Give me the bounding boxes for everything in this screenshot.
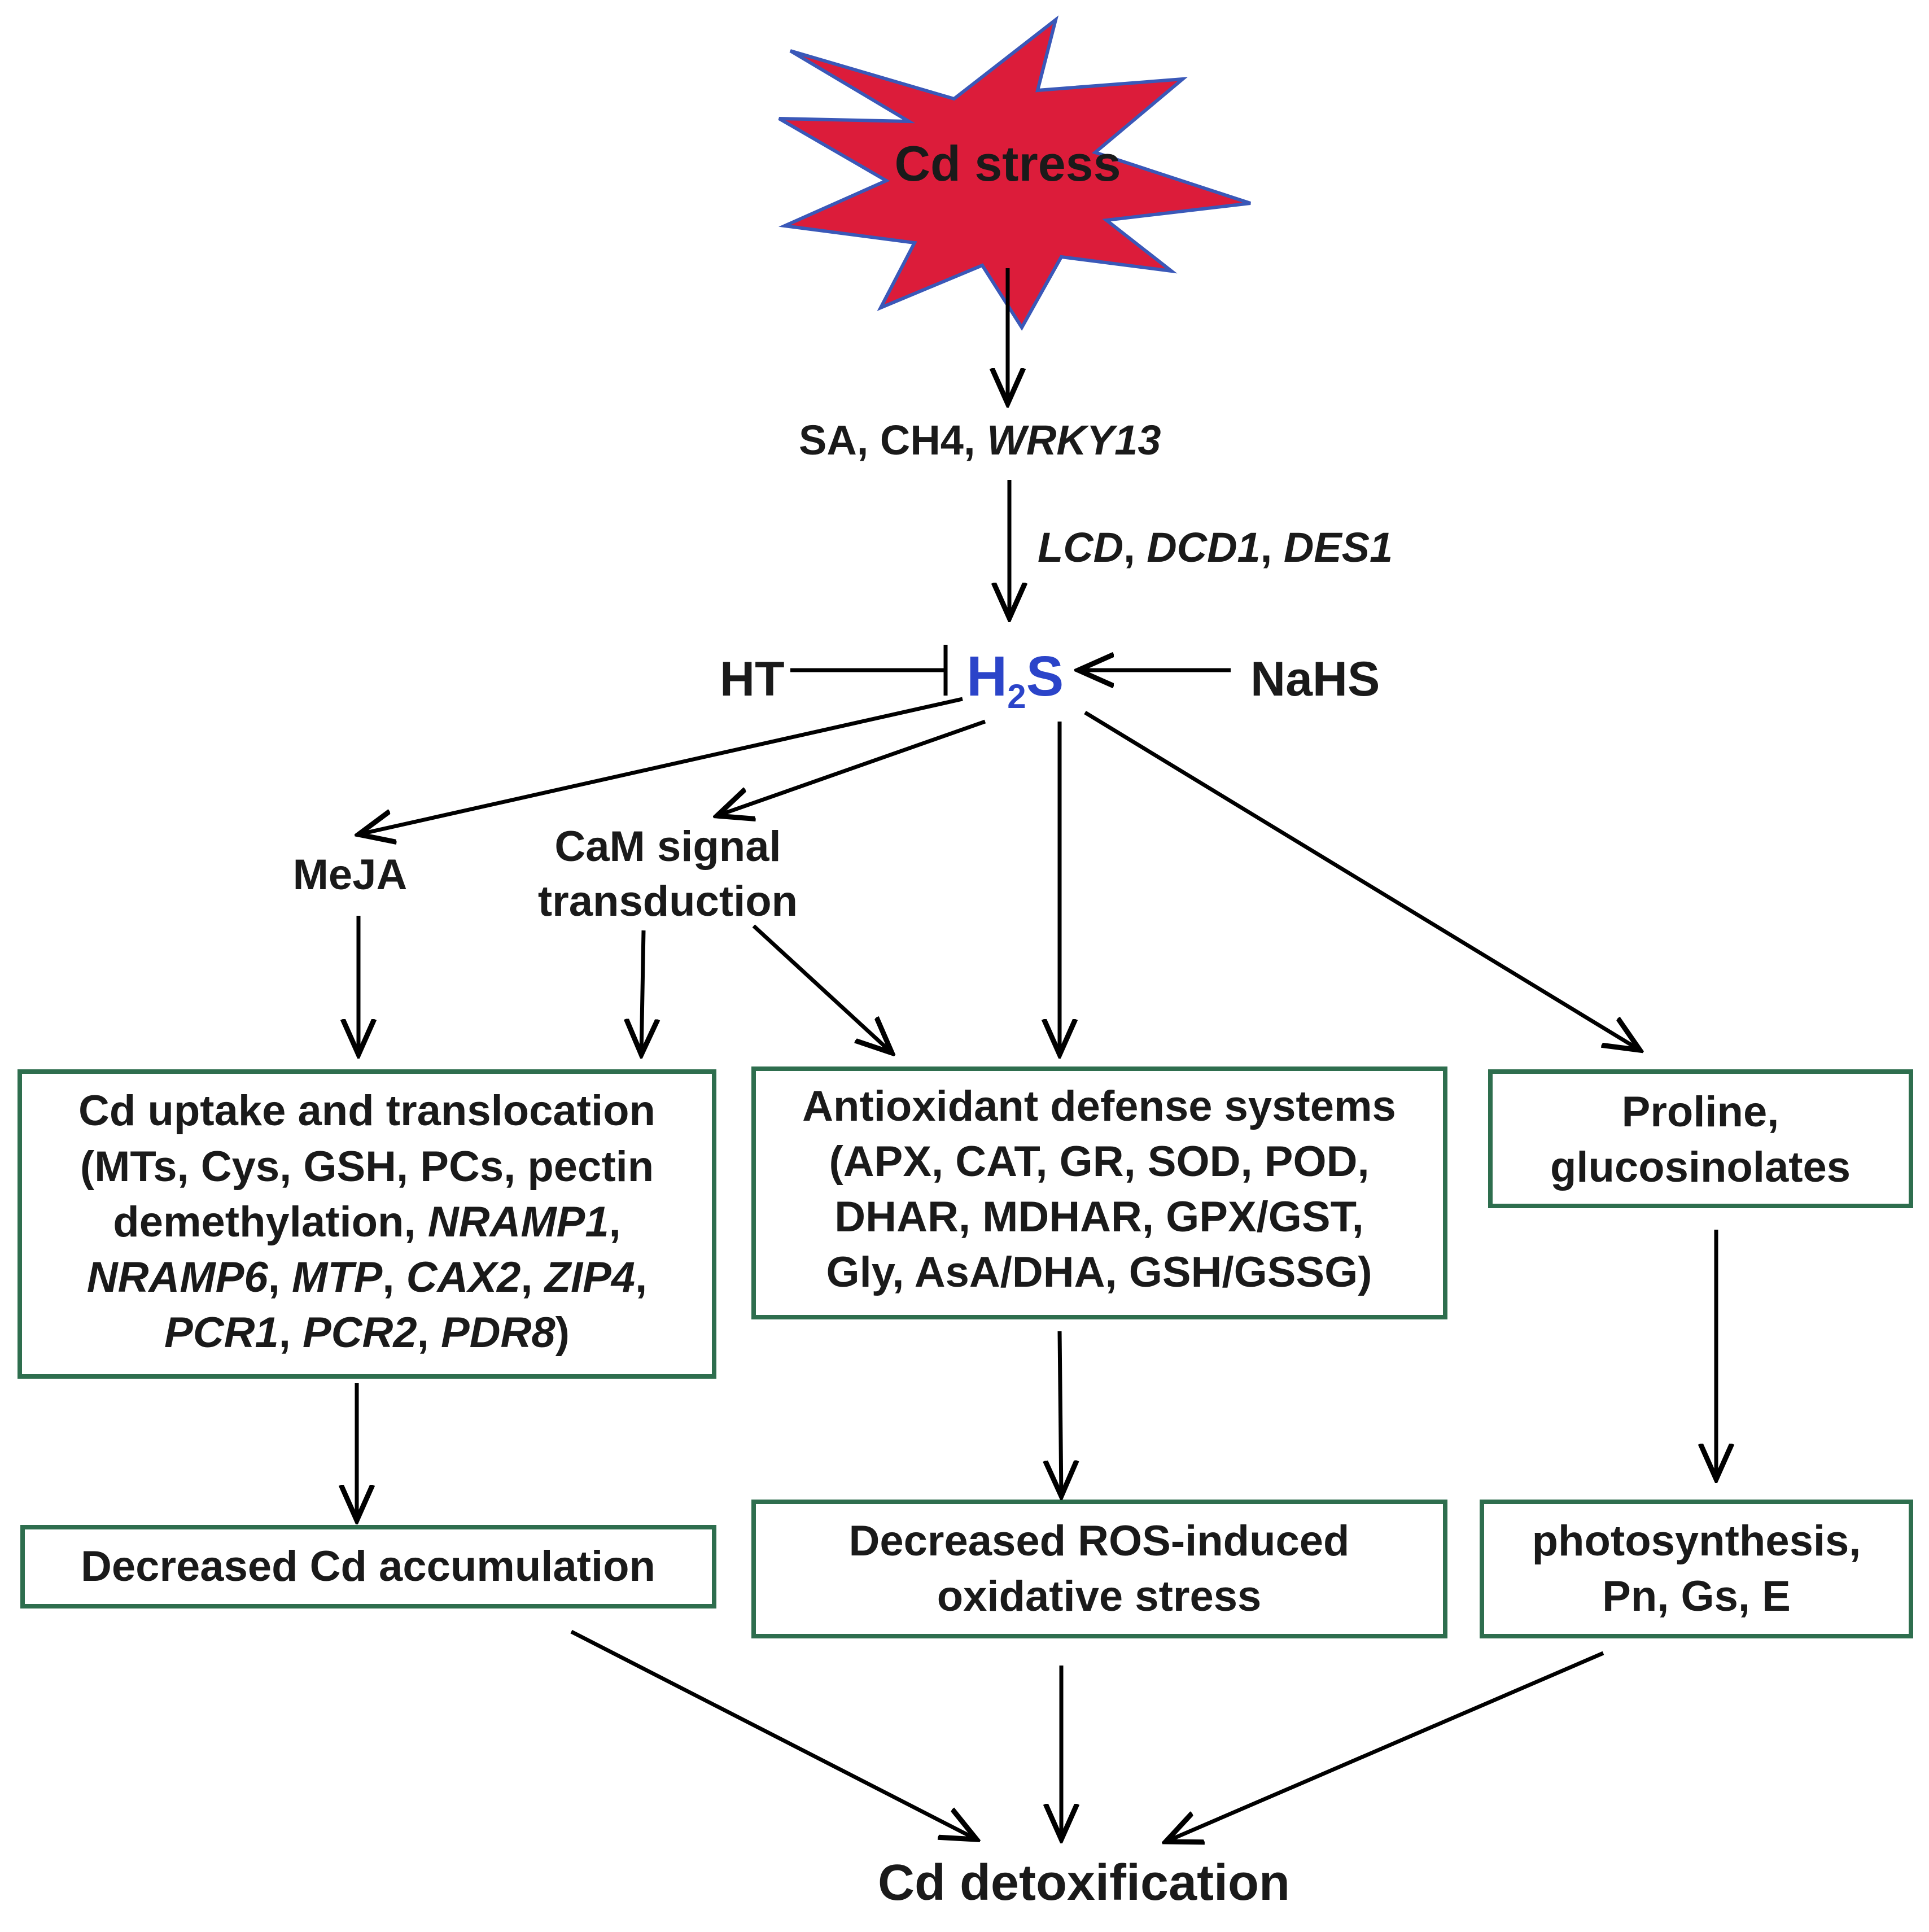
uptake-sep: , — [417, 1309, 441, 1357]
h2s-s: S — [1026, 645, 1064, 708]
arrow-accumulation-to-detox — [570, 1629, 977, 1839]
signal-molecules-plain: SA, CH4, — [799, 417, 987, 464]
cd-stress-burst — [778, 15, 1251, 331]
photosynthesis-line1: photosynthesis, — [1532, 1517, 1861, 1565]
antioxidant-line4: Gly, AsA/DHA, GSH/GSSG) — [826, 1248, 1372, 1296]
ht-inhibitor-label: HT — [720, 652, 785, 706]
meja-label: MeJA — [293, 851, 408, 899]
arrow-h2s-to-proline — [1084, 711, 1640, 1050]
nramp6-gene: NRAMP6 — [87, 1253, 269, 1301]
cam-signal-label-line1: CaM signal — [554, 823, 781, 871]
photosynthesis-text: photosynthesis, Pn, Gs, E — [1532, 1517, 1861, 1620]
uptake-line3-tail: , — [609, 1198, 621, 1246]
antioxidant-line1: Antioxidant defense systems — [802, 1082, 1396, 1130]
des1-gene: DES1 — [1284, 524, 1393, 571]
antioxidant-line3: DHAR, MDHAR, GPX/GST, — [834, 1193, 1363, 1241]
ros-text: Decreased ROS-induced oxidative stress — [849, 1517, 1350, 1620]
arrow-photosynthesis-to-detox — [1166, 1651, 1604, 1842]
arrow-h2s-to-cam — [717, 719, 986, 816]
nramp1-gene: NRAMP1 — [428, 1198, 609, 1246]
photosynthesis-box — [1480, 1500, 1913, 1638]
uptake-sep: ) — [555, 1309, 570, 1357]
proline-text: Proline, glucosinolates — [1550, 1088, 1851, 1191]
ros-line2: oxidative stress — [937, 1572, 1262, 1620]
proline-line1: Proline, — [1622, 1088, 1779, 1136]
decreased-ros-box — [751, 1500, 1447, 1638]
nahs-donor-label: NaHS — [1250, 652, 1380, 706]
photosynthesis-line2: Pn, Gs, E — [1602, 1572, 1791, 1620]
uptake-sep: , — [635, 1253, 647, 1301]
mtp-gene: MTP — [292, 1253, 383, 1301]
arrow-antioxidant-to-ros — [1060, 1331, 1061, 1496]
decreased-cd-accumulation-box — [20, 1525, 716, 1608]
uptake-line4: NRAMP6, MTP, CAX2, ZIP4, — [87, 1253, 647, 1301]
uptake-sep: , — [279, 1309, 303, 1357]
zip4-gene: ZIP4 — [544, 1253, 636, 1301]
cax2-gene: CAX2 — [406, 1253, 521, 1301]
cam-signal-label-line2: transduction — [538, 877, 798, 925]
accumulation-line1: Decreased Cd accumulation — [81, 1542, 655, 1590]
pdr8-gene: PDR8 — [441, 1309, 555, 1357]
signal-molecules-label: SA, CH4, WRKY13 — [799, 417, 1161, 464]
dcd1-gene: DCD1 — [1147, 524, 1260, 571]
cd-detoxification-label: Cd detoxification — [878, 1855, 1290, 1911]
uptake-line3: demethylation, NRAMP1, — [113, 1198, 620, 1246]
uptake-sep: , — [268, 1253, 292, 1301]
lcd-gene: LCD — [1038, 524, 1123, 571]
uptake-line3-plain: demethylation, — [113, 1198, 427, 1246]
pcr1-gene: PCR1 — [164, 1309, 279, 1357]
uptake-sep: , — [520, 1253, 544, 1301]
cd-uptake-text: Cd uptake and translocation (MTs, Cys, G… — [78, 1087, 655, 1357]
pcr2-gene: PCR2 — [303, 1309, 417, 1357]
h2s-label: H2S — [966, 645, 1064, 715]
antioxidant-line2: (APX, CAT, GR, SOD, POD, — [829, 1138, 1369, 1186]
ros-line1: Decreased ROS-induced — [849, 1517, 1350, 1565]
cd-stress-label: Cd stress — [894, 135, 1121, 191]
uptake-sep: , — [382, 1253, 406, 1301]
h2s-enzymes-label: LCD, DCD1, DES1 — [1038, 524, 1393, 571]
arrows — [357, 268, 1716, 1842]
arrow-cam-to-uptake — [641, 930, 644, 1055]
proline-line2: glucosinolates — [1550, 1143, 1851, 1191]
enzymes-separator: , — [1123, 524, 1147, 571]
wrky13-gene: WRKY13 — [987, 417, 1161, 464]
enzymes-separator: , — [1261, 524, 1284, 571]
antioxidant-defense-box — [751, 1066, 1447, 1319]
h2s-subscript: 2 — [1007, 677, 1026, 715]
uptake-line1: Cd uptake and translocation — [78, 1087, 655, 1135]
h2s-h: H — [966, 645, 1007, 708]
arrow-cam-to-antioxidant — [752, 924, 892, 1053]
uptake-line2: (MTs, Cys, GSH, PCs, pectin — [80, 1143, 654, 1191]
proline-glucosinolates-box — [1488, 1069, 1913, 1208]
antioxidant-text: Antioxidant defense systems (APX, CAT, G… — [802, 1082, 1396, 1296]
cd-uptake-box — [18, 1069, 716, 1379]
uptake-line5: PCR1, PCR2, PDR8) — [164, 1309, 570, 1357]
arrow-h2s-to-meja — [358, 697, 963, 834]
